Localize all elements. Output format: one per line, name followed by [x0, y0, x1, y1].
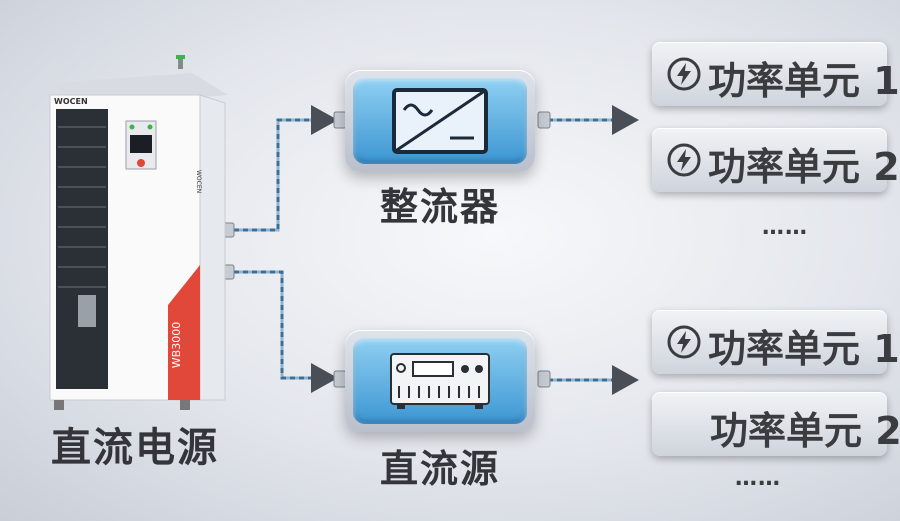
lightning-icon: [667, 143, 701, 177]
rectifier-block: [345, 70, 535, 172]
cabinet-side-logo: WOCEN: [195, 170, 202, 193]
cabinet-brand-text: WOCEN: [54, 97, 88, 106]
dc-source-block: [345, 330, 535, 432]
power-unit-label: 功率单元 2: [708, 145, 900, 189]
lightning-icon: [667, 325, 701, 359]
dc-source-label: 直流源: [379, 447, 500, 491]
upper-ellipsis: ……: [762, 215, 808, 240]
rectifier-symbol-icon: [392, 88, 488, 154]
upper-power-unit-2: 功率单元 2: [652, 128, 900, 192]
power-unit-label: 功率单元 1: [708, 327, 900, 371]
upper-power-unit-1: 功率单元 1: [652, 42, 900, 106]
lower-power-unit-2: 功率单元 2: [652, 392, 900, 456]
lightning-icon: [667, 57, 701, 91]
source-to-dcsource-line: [234, 270, 335, 380]
source-to-rectifier-line: [234, 118, 335, 232]
lower-ellipsis: ……: [735, 466, 781, 491]
lower-power-unit-1: 功率单元 1: [652, 310, 900, 374]
dc-power-supply-icon: [390, 353, 490, 409]
power-unit-label: 功率单元 1: [708, 59, 900, 103]
dc-power-supply-cabinet: WOCEN WB3000 WOCEN: [40, 41, 230, 415]
rectifier-label: 整流器: [379, 185, 500, 229]
power-unit-label: 功率单元 2: [710, 409, 900, 453]
dc-power-supply-label: 直流电源: [51, 425, 219, 471]
cabinet-model-text: WB3000: [170, 322, 183, 368]
